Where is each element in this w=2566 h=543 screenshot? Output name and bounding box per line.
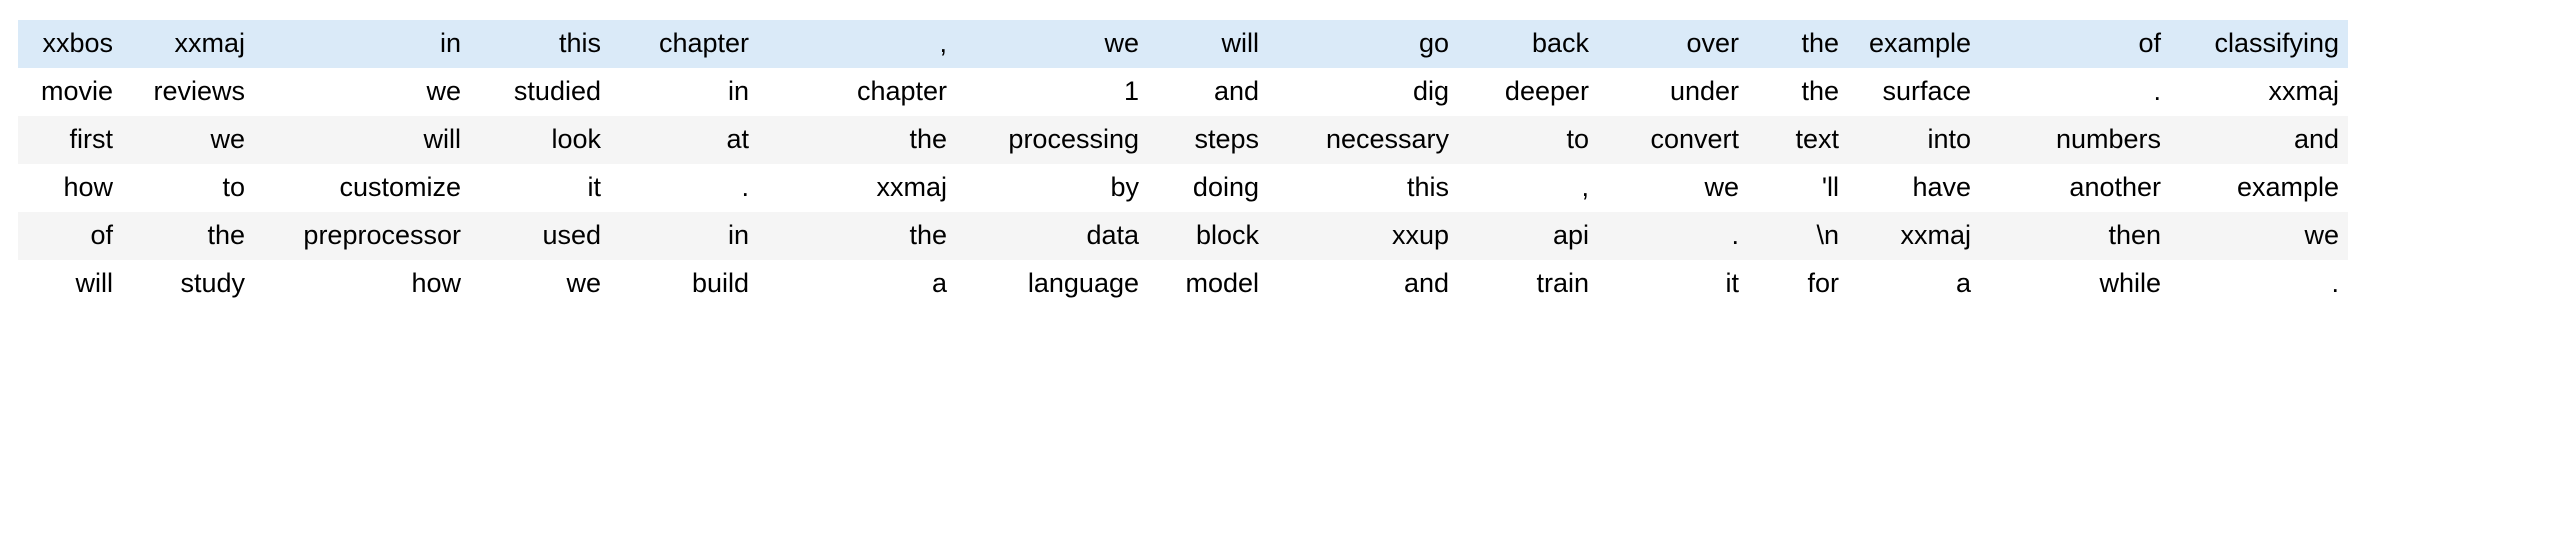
table-cell: how — [411, 268, 461, 299]
table-cell: reviews — [153, 76, 245, 107]
table-cell: language — [1027, 268, 1139, 299]
table-cell: have — [1912, 172, 1971, 203]
table-cell: train — [1536, 268, 1589, 299]
table-cell: the — [207, 220, 245, 251]
table-cell: , — [1581, 172, 1589, 203]
table-cell: . — [1731, 220, 1739, 251]
table-cell: in — [439, 28, 461, 59]
table-cell: to — [222, 172, 245, 203]
table-cell: the — [1801, 28, 1839, 59]
table-cell: the — [1801, 76, 1839, 107]
table-cell: how — [63, 172, 113, 203]
table-cell: look — [551, 124, 601, 155]
table-cell: numbers — [2055, 124, 2161, 155]
table-cell: model — [1185, 268, 1259, 299]
table-cell: build — [691, 268, 749, 299]
table-cell: xxup — [1391, 220, 1449, 251]
table-cell: while — [2099, 268, 2161, 299]
table-cell: a — [931, 268, 947, 299]
table-cell: will — [75, 268, 114, 299]
table-cell: chapter — [658, 28, 749, 59]
table-cell: example — [2236, 172, 2339, 203]
table-cell: text — [1795, 124, 1839, 155]
table-cell: steps — [1194, 124, 1259, 155]
table-cell: then — [2108, 220, 2161, 251]
table-row[interactable]: of the preprocessor used in the data blo… — [18, 212, 2532, 260]
table-cell: we — [566, 268, 601, 299]
table-row[interactable]: how to customize it . xxmaj by doing thi… — [18, 164, 2532, 212]
table-cell: study — [180, 268, 245, 299]
table-cell: . — [741, 172, 749, 203]
table-cell: in — [727, 76, 749, 107]
table-cell: of — [2138, 28, 2161, 59]
table-cell: over — [1686, 28, 1739, 59]
table-cell: for — [1807, 268, 1839, 299]
table-cell: surface — [1882, 76, 1971, 107]
table-cell: studied — [513, 76, 601, 107]
table-cell: xxbos — [42, 28, 113, 59]
table-cell: xxmaj — [1900, 220, 1971, 251]
table-cell: to — [1566, 124, 1589, 155]
table-cell: xxmaj — [2268, 76, 2339, 107]
table-cell: \n — [1816, 220, 1839, 251]
table-cell: data — [1086, 220, 1139, 251]
table-cell: the — [909, 124, 947, 155]
table-cell: another — [2069, 172, 2161, 203]
table-row[interactable]: first we will look at the processing ste… — [18, 116, 2532, 164]
table-cell: 'll — [1821, 172, 1839, 203]
table-cell: 1 — [1123, 76, 1139, 107]
table-cell: under — [1669, 76, 1739, 107]
table-row[interactable]: xxbos xxmaj in this chapter , we will go… — [18, 20, 2532, 68]
table-cell: doing — [1192, 172, 1259, 203]
table-cell: a — [1955, 268, 1971, 299]
table-cell: , — [939, 28, 947, 59]
table-cell: api — [1552, 220, 1589, 251]
table-cell: example — [1868, 28, 1971, 59]
table-cell: this — [1406, 172, 1449, 203]
table-cell: convert — [1650, 124, 1739, 155]
table-cell: processing — [1008, 124, 1139, 155]
table-cell: will — [1221, 28, 1260, 59]
tokens-dataframe: xxbos xxmaj in this chapter , we will go… — [18, 20, 2532, 308]
table-cell: used — [542, 220, 601, 251]
table-cell: first — [69, 124, 114, 155]
table-cell: the — [909, 220, 947, 251]
table-cell: and — [2293, 124, 2339, 155]
table-cell: this — [558, 28, 601, 59]
table-body: xxbos xxmaj in this chapter , we will go… — [18, 20, 2532, 308]
table-cell: into — [1927, 124, 1971, 155]
table-cell: we — [1704, 172, 1739, 203]
table-cell: we — [1104, 28, 1139, 59]
table-cell: of — [90, 220, 113, 251]
table-row[interactable]: movie reviews we studied in chapter 1 an… — [18, 68, 2532, 116]
table-row[interactable]: will study how we build a language model… — [18, 260, 2532, 308]
table-cell: deeper — [1504, 76, 1589, 107]
table-cell: by — [1110, 172, 1139, 203]
table-cell: dig — [1412, 76, 1449, 107]
table-cell: at — [726, 124, 749, 155]
table-cell: and — [1403, 268, 1449, 299]
table-cell: it — [587, 172, 602, 203]
table-cell: customize — [339, 172, 461, 203]
table-cell: back — [1531, 28, 1589, 59]
table-cell: xxmaj — [876, 172, 947, 203]
table-cell: and — [1213, 76, 1259, 107]
table-cell: we — [210, 124, 245, 155]
dataframe-container: xxbos xxmaj in this chapter , we will go… — [18, 20, 2532, 308]
table-cell: . — [2331, 268, 2339, 299]
table-cell: classifying — [2214, 28, 2339, 59]
table-cell: go — [1418, 28, 1449, 59]
table-cell: movie — [40, 76, 113, 107]
table-cell: in — [727, 220, 749, 251]
table-cell: xxmaj — [174, 28, 245, 59]
table-cell: block — [1195, 220, 1259, 251]
table-cell: we — [2304, 220, 2339, 251]
table-cell: . — [2153, 76, 2161, 107]
table-cell: preprocessor — [303, 220, 461, 251]
table-cell: will — [423, 124, 462, 155]
table-cell: necessary — [1325, 124, 1449, 155]
table-cell: chapter — [856, 76, 947, 107]
table-cell: it — [1725, 268, 1740, 299]
table-cell: we — [426, 76, 461, 107]
